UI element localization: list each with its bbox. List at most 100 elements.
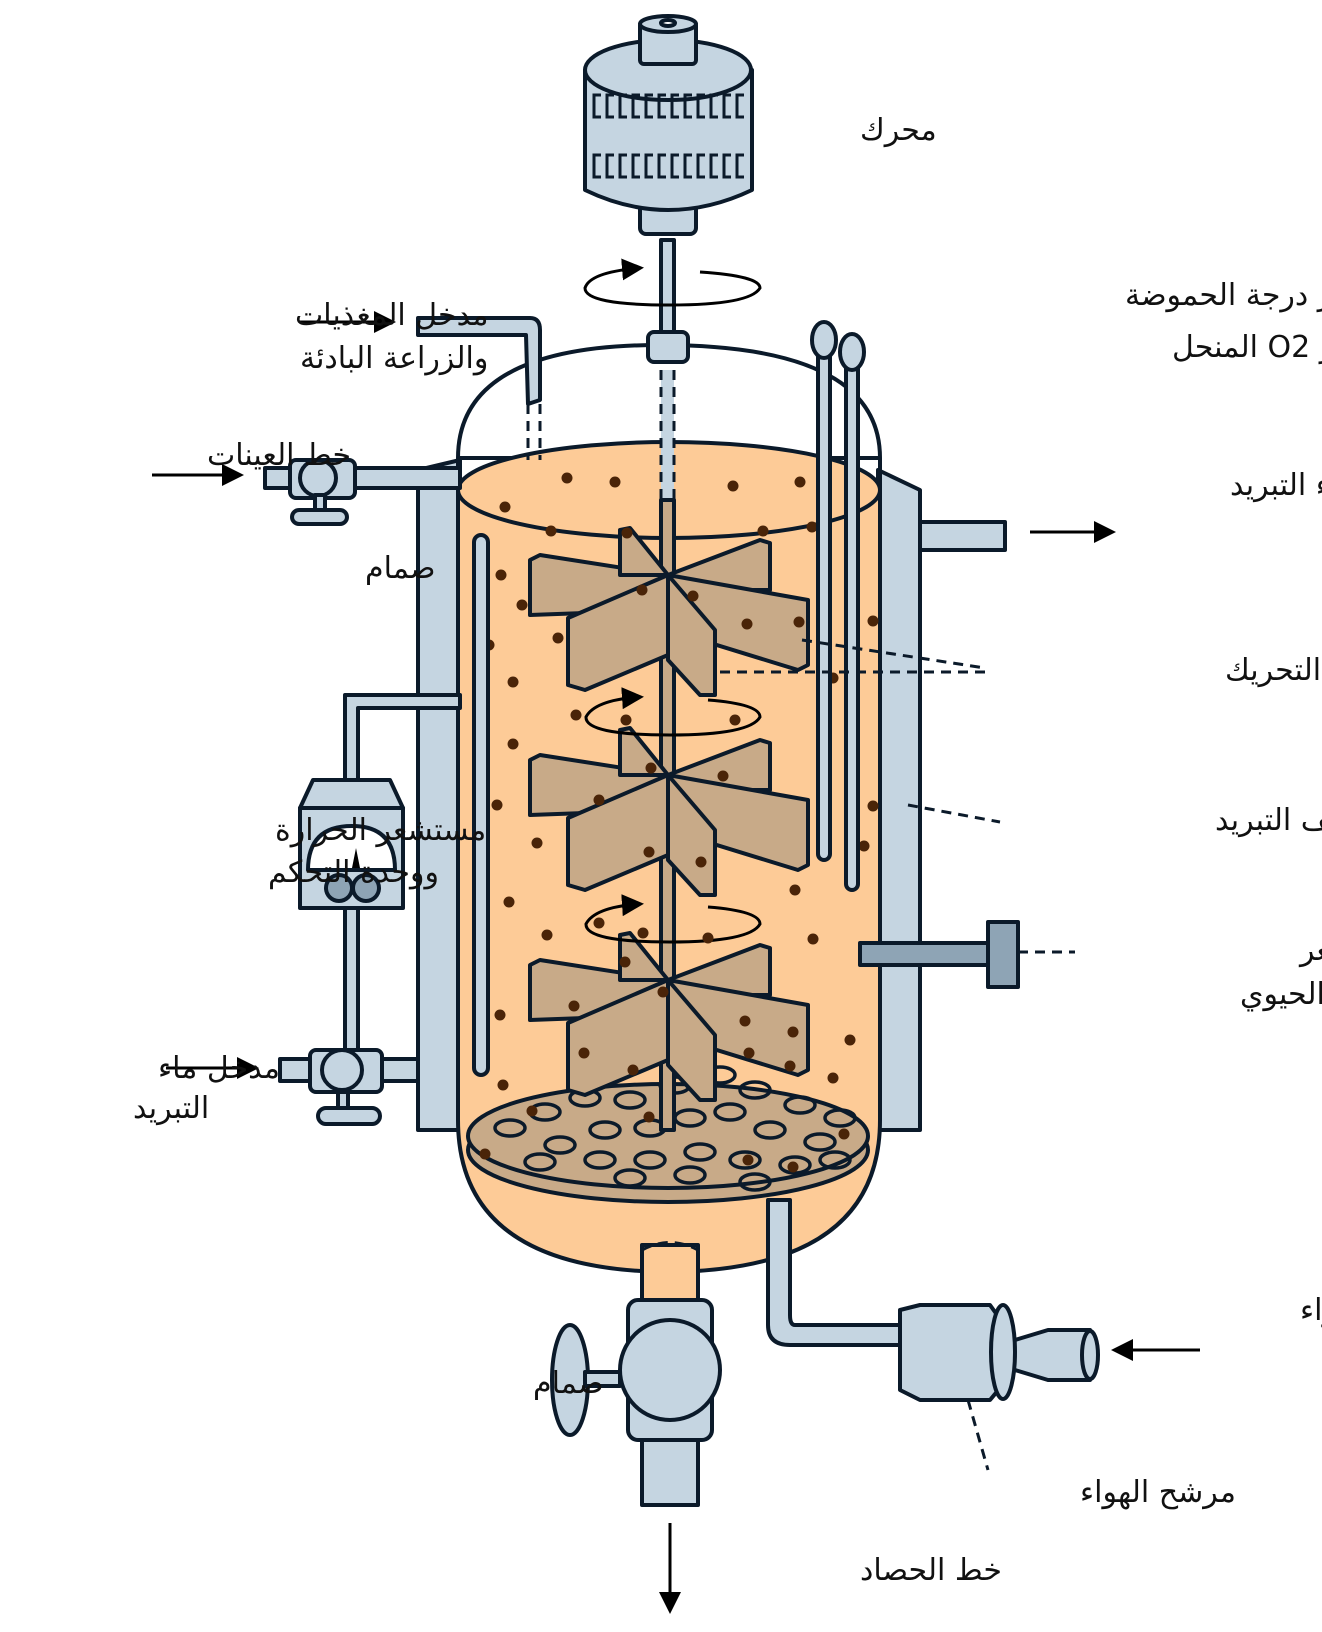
motor-slot bbox=[722, 93, 731, 119]
label-sample-valve: صمام bbox=[365, 551, 436, 586]
motor-slot bbox=[709, 93, 718, 119]
cell bbox=[620, 714, 632, 726]
impeller bbox=[528, 526, 810, 697]
motor-slot bbox=[631, 93, 640, 119]
motor-slot bbox=[735, 93, 744, 119]
motor-slot bbox=[657, 93, 666, 119]
cell bbox=[687, 590, 699, 602]
impeller bbox=[528, 931, 810, 1102]
cell bbox=[516, 599, 528, 611]
sparger-hole bbox=[613, 1168, 647, 1188]
cell bbox=[541, 929, 553, 941]
motor-slot bbox=[683, 93, 692, 119]
motor-slot bbox=[722, 153, 731, 179]
sparger-hole bbox=[803, 1132, 837, 1152]
cell bbox=[793, 616, 805, 628]
label-cooling-inlet-2: التبريد bbox=[133, 1091, 209, 1126]
impeller-blades bbox=[528, 526, 810, 1102]
sparger-hole bbox=[613, 1090, 647, 1110]
cell bbox=[867, 800, 879, 812]
blade bbox=[666, 978, 717, 1102]
cell bbox=[741, 618, 753, 630]
sparger-hole bbox=[583, 1150, 617, 1170]
sample-valve[interactable] bbox=[263, 458, 462, 526]
cell bbox=[578, 1047, 590, 1059]
cell bbox=[643, 846, 655, 858]
motor-slot bbox=[696, 153, 705, 179]
sparger-hole bbox=[713, 1102, 747, 1122]
cell bbox=[561, 472, 573, 484]
label-biosensor: وحدة المستشعر bbox=[1298, 933, 1322, 968]
cell bbox=[743, 1047, 755, 1059]
sparger-hole bbox=[783, 1095, 817, 1115]
cell bbox=[545, 525, 557, 537]
cell bbox=[838, 1128, 850, 1140]
label-harvest-valve: صمام bbox=[533, 1366, 604, 1401]
cell bbox=[507, 676, 519, 688]
sparger-hole bbox=[818, 1150, 852, 1170]
label-ph-sensor: مستشعر درجة الحموضة bbox=[1125, 278, 1322, 313]
cell bbox=[491, 799, 503, 811]
cooling-inlet-valve[interactable] bbox=[278, 1048, 420, 1126]
motor-slot bbox=[670, 153, 679, 179]
motor-slot bbox=[644, 93, 653, 119]
cell bbox=[636, 584, 648, 596]
cell bbox=[503, 896, 515, 908]
sparger-hole bbox=[673, 1165, 707, 1185]
rotation-arrows bbox=[583, 258, 762, 944]
label-temp-sensor-2: ووحدة التحكم bbox=[268, 855, 439, 890]
cell bbox=[531, 837, 543, 849]
cooling-outlet-pipe bbox=[918, 520, 1007, 552]
cell bbox=[552, 632, 564, 644]
sparger-hole bbox=[493, 1118, 527, 1138]
sparger-plate bbox=[466, 1065, 870, 1204]
cell bbox=[645, 762, 657, 774]
cell bbox=[627, 1064, 639, 1076]
cell bbox=[643, 1111, 655, 1123]
cell bbox=[729, 714, 741, 726]
cell bbox=[787, 1026, 799, 1038]
cell bbox=[742, 1154, 754, 1166]
cell bbox=[727, 480, 739, 492]
label-sample-line: خط العينات bbox=[207, 438, 351, 473]
motor-slot bbox=[592, 153, 601, 179]
cell bbox=[827, 1072, 839, 1084]
cell bbox=[806, 521, 818, 533]
sparger-hole bbox=[588, 1120, 622, 1140]
cell bbox=[593, 794, 605, 806]
cell bbox=[867, 615, 879, 627]
impeller bbox=[528, 726, 810, 897]
label-air-inlet: مدخل الهواء bbox=[1300, 1293, 1322, 1328]
label-air-filter: مرشح الهواء bbox=[1080, 1475, 1236, 1510]
sparger-hole bbox=[738, 1172, 772, 1192]
cell bbox=[479, 1148, 491, 1160]
label-harvest-line: خط الحصاد bbox=[860, 1553, 1002, 1588]
sparger-hole bbox=[683, 1142, 717, 1162]
label-impeller-blades: شفرات التحريك bbox=[1225, 653, 1322, 688]
motor-slot bbox=[709, 153, 718, 179]
label-motor: محرك bbox=[860, 113, 937, 148]
motor-slot bbox=[631, 153, 640, 179]
cell bbox=[858, 840, 870, 852]
cell bbox=[757, 525, 769, 537]
motor-slot bbox=[735, 153, 744, 179]
sparger-hole bbox=[543, 1135, 577, 1155]
cell bbox=[619, 956, 631, 968]
cell bbox=[787, 1161, 799, 1173]
sparger-hole bbox=[738, 1080, 772, 1100]
cell bbox=[497, 1079, 509, 1091]
cell bbox=[526, 1105, 538, 1117]
harvest-valve[interactable] bbox=[550, 1241, 722, 1507]
motor-slot bbox=[618, 153, 627, 179]
motor-slot bbox=[644, 153, 653, 179]
sensor-probes bbox=[810, 320, 866, 892]
temperature-controller bbox=[298, 693, 462, 1062]
label-biosensor-2: الحيوي bbox=[1240, 977, 1322, 1012]
motor-slot bbox=[683, 153, 692, 179]
motor-slot bbox=[657, 153, 666, 179]
blade bbox=[666, 573, 717, 697]
cell bbox=[844, 1034, 856, 1046]
shaft-seal bbox=[646, 330, 690, 364]
motor-slot bbox=[670, 93, 679, 119]
air-filter bbox=[766, 1198, 1100, 1402]
